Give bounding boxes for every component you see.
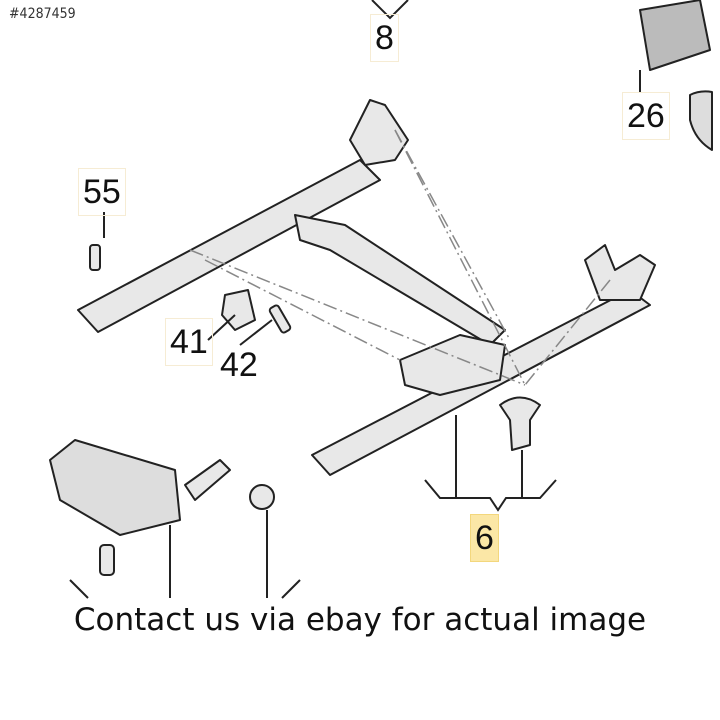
callout-8: 8 bbox=[370, 14, 399, 62]
callout-6: 6 bbox=[470, 514, 499, 562]
callout-55: 55 bbox=[78, 168, 126, 216]
callout-42: 42 bbox=[220, 346, 258, 384]
callout-41: 41 bbox=[165, 318, 213, 366]
plug-part bbox=[499, 396, 541, 451]
motor-part-26 bbox=[639, 0, 711, 71]
callout-26: 26 bbox=[622, 92, 670, 140]
caption: Contact us via ebay for actual image bbox=[73, 602, 647, 638]
drive-motor bbox=[49, 439, 181, 536]
cross-tube bbox=[294, 214, 506, 346]
image-id-label: #4287459 bbox=[9, 6, 76, 22]
left-seat-rail bbox=[77, 159, 381, 333]
